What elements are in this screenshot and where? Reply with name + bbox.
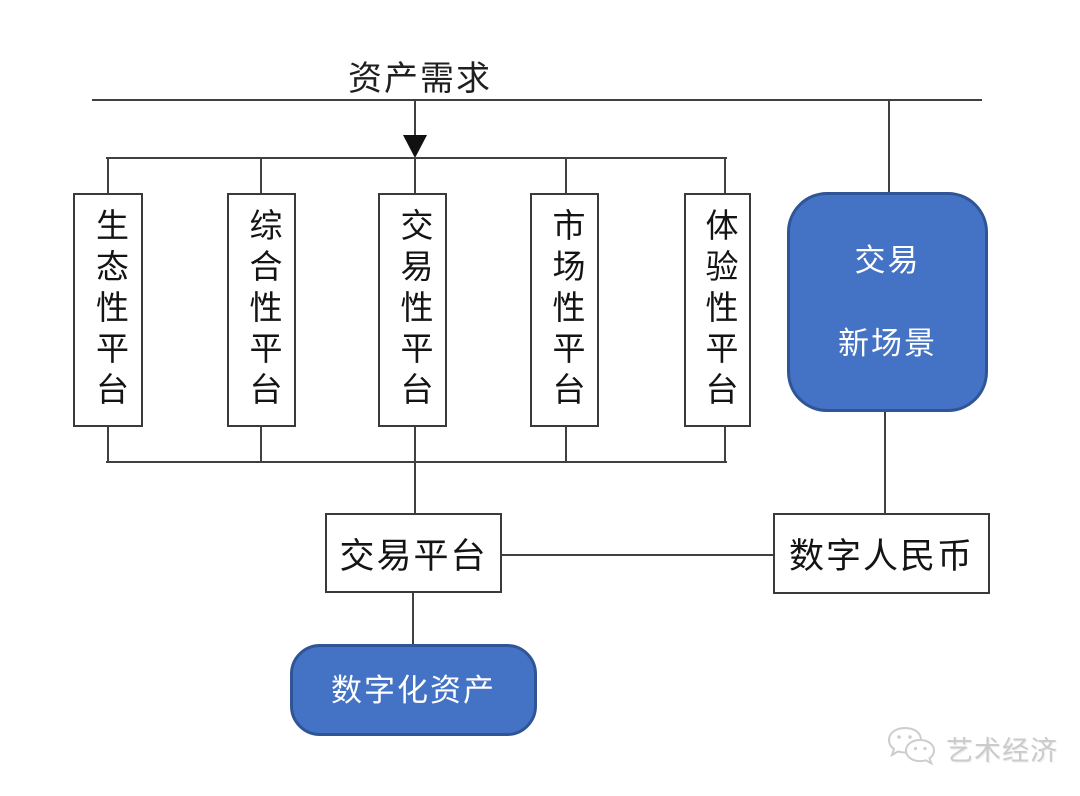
connector-trade-platform-to-asset — [412, 593, 414, 645]
arrow-stem — [414, 100, 416, 138]
platform-label: 市场性平台 — [547, 207, 583, 413]
platform-label: 体验性平台 — [700, 207, 736, 413]
watermark: 艺术经济 — [884, 724, 1058, 773]
digital-rmb-label: 数字人民币 — [788, 537, 974, 576]
connector-drop — [724, 427, 726, 463]
digital-asset-label: 数字化资产 — [331, 672, 496, 708]
connector-drop — [107, 427, 109, 463]
connector-drop — [107, 157, 109, 194]
connector-drop — [414, 157, 416, 194]
lower-bus-line — [106, 461, 727, 463]
trade-platform-label: 交易平台 — [339, 536, 488, 576]
connector-topline-to-trade-scene — [888, 100, 890, 193]
connector-trade-platform-to-rmb — [502, 554, 773, 556]
diagram-title: 资产需求 — [348, 61, 492, 98]
platform-box-experience: 体验性平台 — [684, 193, 751, 427]
trade-new-scene-box: 交易 新场景 — [787, 192, 988, 412]
platform-box-trading: 交易性平台 — [378, 193, 447, 427]
platform-label: 综合性平台 — [244, 207, 280, 413]
platform-label: 生态性平台 — [90, 207, 127, 413]
platform-box-comprehensive: 综合性平台 — [227, 193, 296, 427]
platform-box-ecological: 生态性平台 — [73, 193, 143, 427]
arrow-down-icon — [403, 135, 427, 158]
digital-rmb-box: 数字人民币 — [773, 513, 990, 594]
trade-new-scene-line1: 交易 — [854, 243, 921, 278]
top-rule-line — [92, 99, 982, 101]
platform-box-market: 市场性平台 — [530, 193, 599, 427]
connector-drop — [565, 157, 567, 194]
digital-asset-box: 数字化资产 — [290, 644, 537, 736]
connector-drop — [724, 157, 726, 194]
connector-drop — [565, 427, 567, 463]
trade-platform-box: 交易平台 — [325, 513, 502, 593]
connector-drop — [414, 427, 416, 463]
connector-drop — [260, 157, 262, 194]
platform-label: 交易性平台 — [395, 207, 431, 413]
upper-bus-line — [106, 157, 727, 159]
connector-trade-scene-to-rmb — [884, 412, 886, 514]
wechat-icon — [884, 724, 938, 773]
trade-new-scene-line2: 新场景 — [838, 326, 937, 361]
watermark-text: 艺术经济 — [946, 736, 1058, 766]
connector-drop — [260, 427, 262, 463]
connector-bus-to-trade-platform — [414, 462, 416, 514]
